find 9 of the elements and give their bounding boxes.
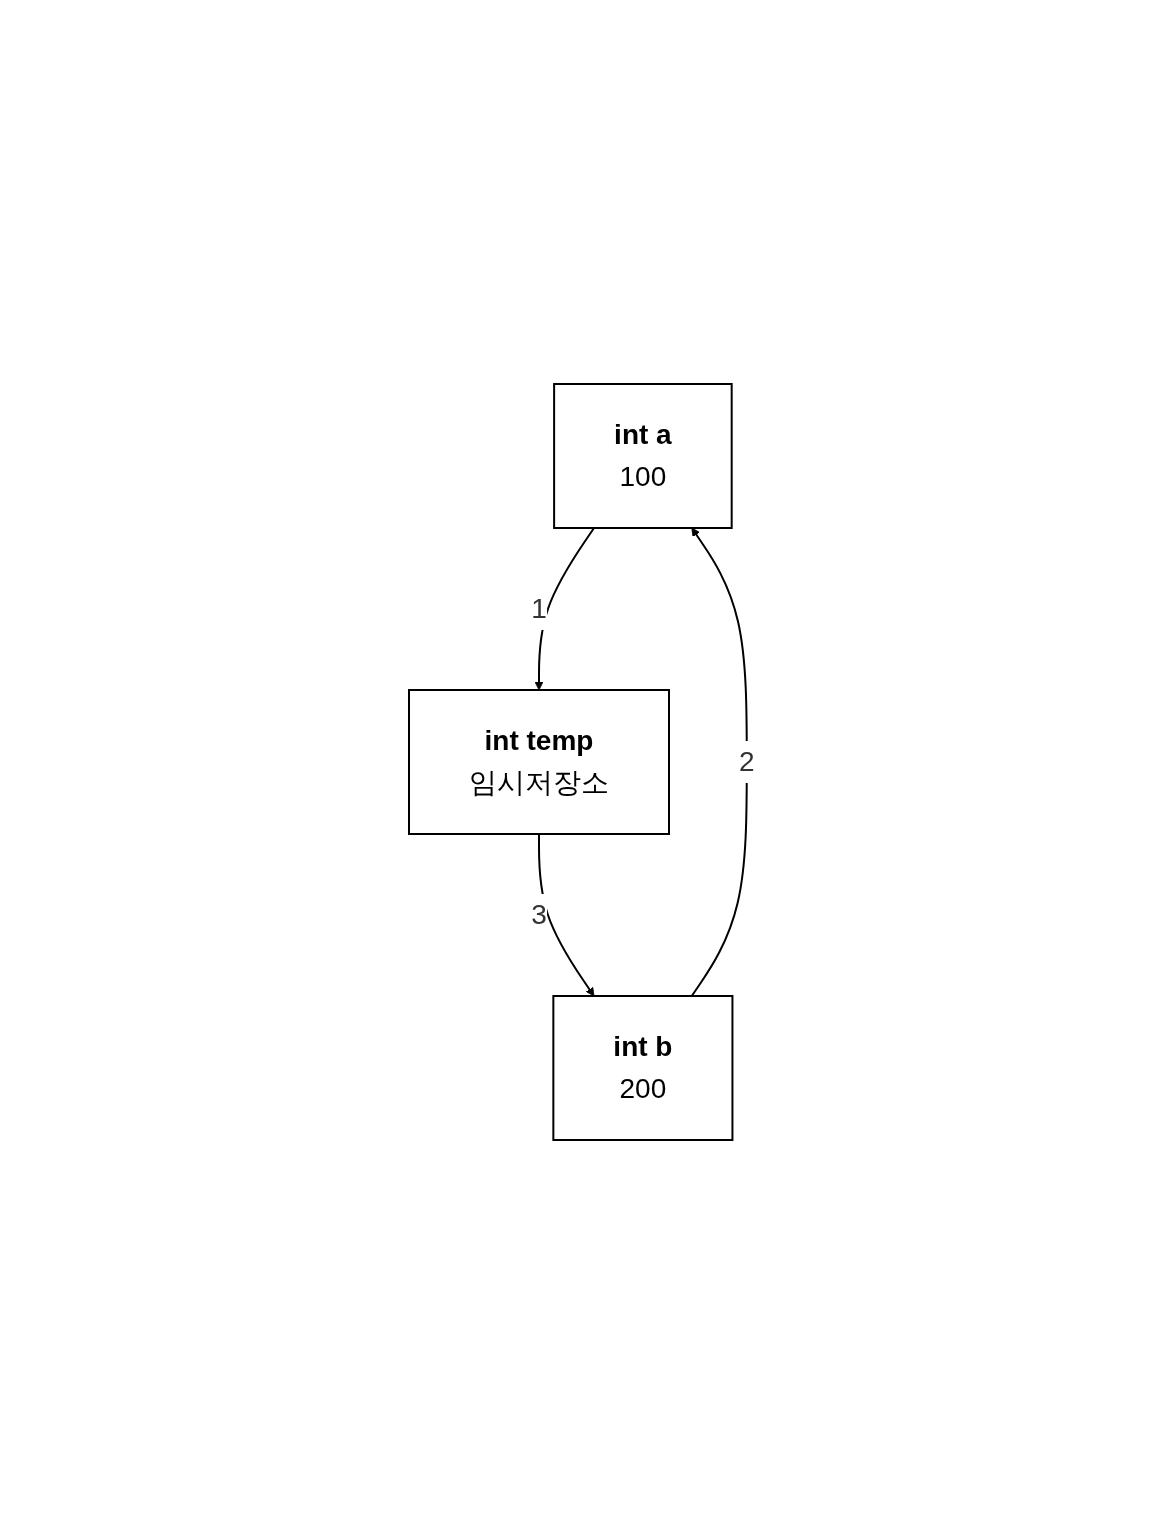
arrow — [534, 527, 596, 691]
node-box: int a 100 — [553, 383, 733, 529]
edge-label: 2 — [739, 746, 755, 777]
node-box: int b 200 — [552, 995, 734, 1141]
arrow — [538, 833, 595, 997]
node-box: int temp 임시저장소 — [408, 689, 671, 835]
arrow — [691, 527, 748, 997]
edge-label: 1 — [531, 593, 547, 624]
edge-label: 3 — [531, 899, 547, 930]
